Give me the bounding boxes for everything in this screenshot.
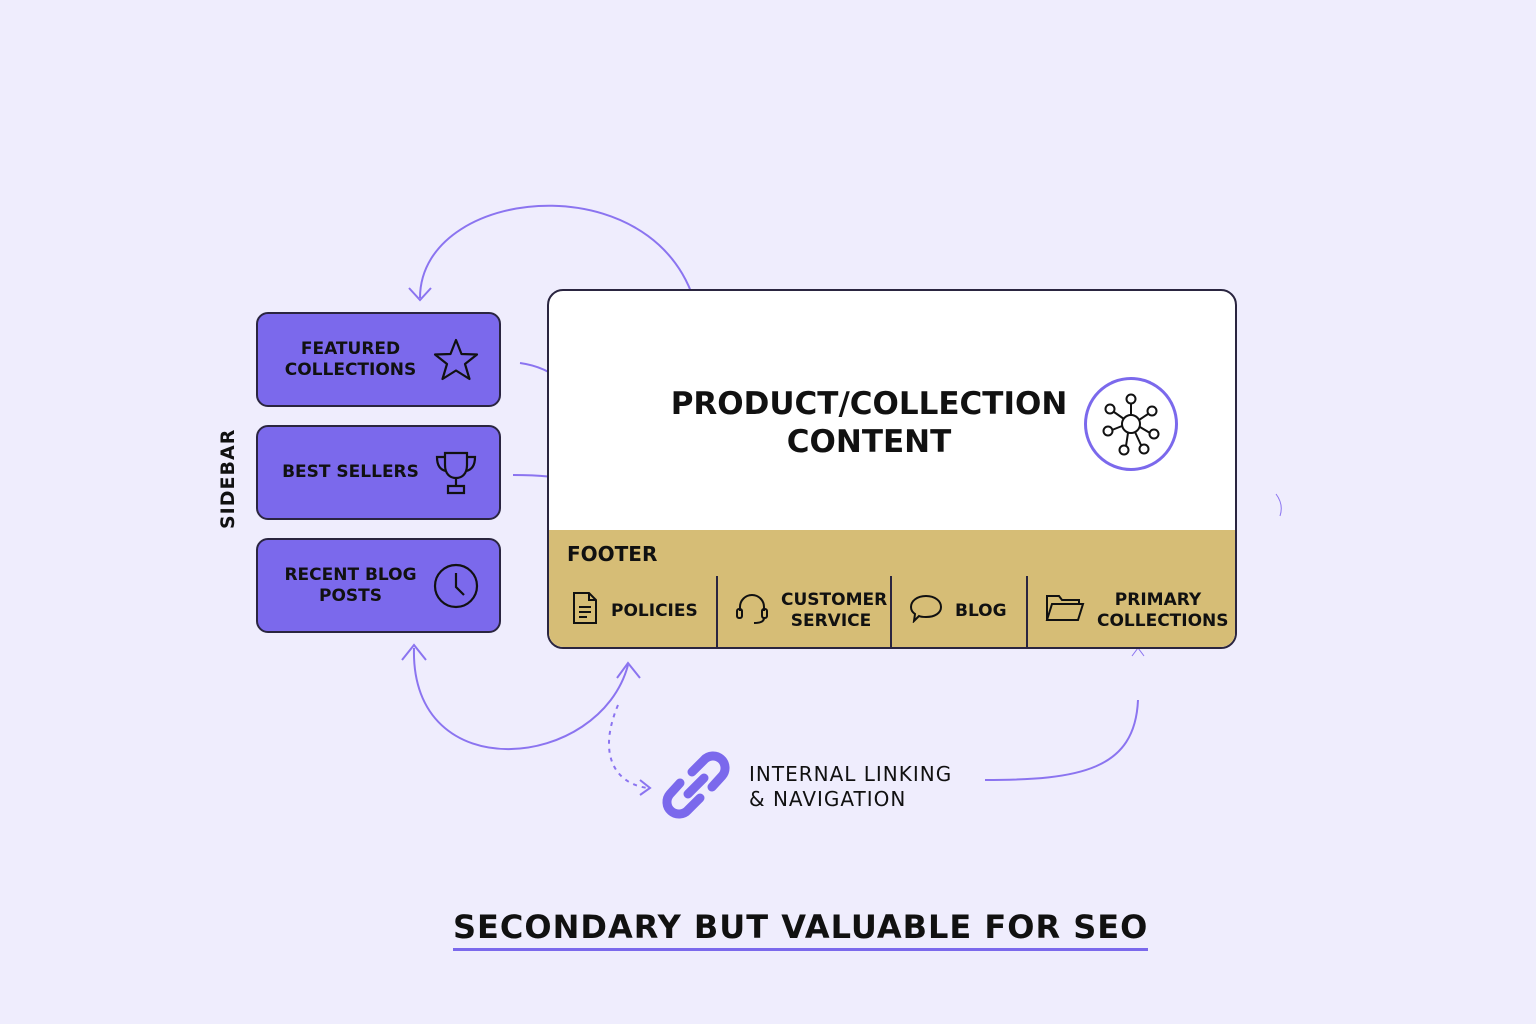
star-icon <box>429 337 483 383</box>
sidebar-item-label: RECENT BLOG POSTS <box>284 564 417 606</box>
top-arc-arrow <box>419 204 701 329</box>
sidebar-item-recent-blog-posts[interactable]: RECENT BLOG POSTS <box>256 538 501 633</box>
bottom-arc-arrow <box>412 647 629 751</box>
divider <box>716 576 718 647</box>
product-collection-content-panel: PRODUCT/COLLECTION CONTENT FOOTER POLICI… <box>547 289 1237 649</box>
sidebar-item-best-sellers[interactable]: BEST SELLERS <box>256 425 501 520</box>
clock-icon <box>429 562 483 610</box>
footer-item-label: BLOG <box>955 600 1007 621</box>
footer-item-label: CUSTOMER SERVICE <box>781 590 888 631</box>
footer-item-policies[interactable]: POLICIES <box>571 576 698 646</box>
document-icon <box>571 591 599 631</box>
trophy-icon <box>429 450 483 496</box>
caption: SECONDARY BUT VALUABLE FOR SEO <box>453 908 1149 951</box>
sidebar-item-featured-collections[interactable]: FEATURED COLLECTIONS <box>256 312 501 407</box>
footer-title: FOOTER <box>567 542 658 566</box>
footer-item-customer-service[interactable]: CUSTOMER SERVICE <box>735 576 888 646</box>
folder-icon <box>1045 592 1085 630</box>
footer-item-primary-collections[interactable]: PRIMARY COLLECTIONS <box>1045 576 1229 646</box>
sidebar-label: SIDEBAR <box>217 428 239 529</box>
chain-link-icon <box>660 750 734 826</box>
sidebar-item-label: FEATURED COLLECTIONS <box>284 338 417 380</box>
linking-line-1: INTERNAL LINKING <box>749 762 953 786</box>
linking-line-2: & NAVIGATION <box>749 787 907 811</box>
internal-linking-label: INTERNAL LINKING & NAVIGATION <box>749 762 952 812</box>
footer-section: FOOTER POLICIES CUSTOMER SERVICE BLOG PR… <box>549 530 1235 647</box>
footer-item-label: POLICIES <box>611 600 698 621</box>
speech-bubble-icon <box>909 593 943 629</box>
footer-item-label: PRIMARY COLLECTIONS <box>1097 590 1229 631</box>
sidebar-item-label: BEST SELLERS <box>282 462 419 482</box>
divider <box>890 576 892 647</box>
dashed-arrow <box>608 704 649 789</box>
footer-item-blog[interactable]: BLOG <box>909 576 1007 646</box>
right-connector <box>984 699 1139 781</box>
network-hub-icon <box>1084 377 1178 471</box>
headset-icon <box>735 591 769 631</box>
divider <box>1026 576 1028 647</box>
main-title: PRODUCT/COLLECTION CONTENT <box>670 386 1068 460</box>
